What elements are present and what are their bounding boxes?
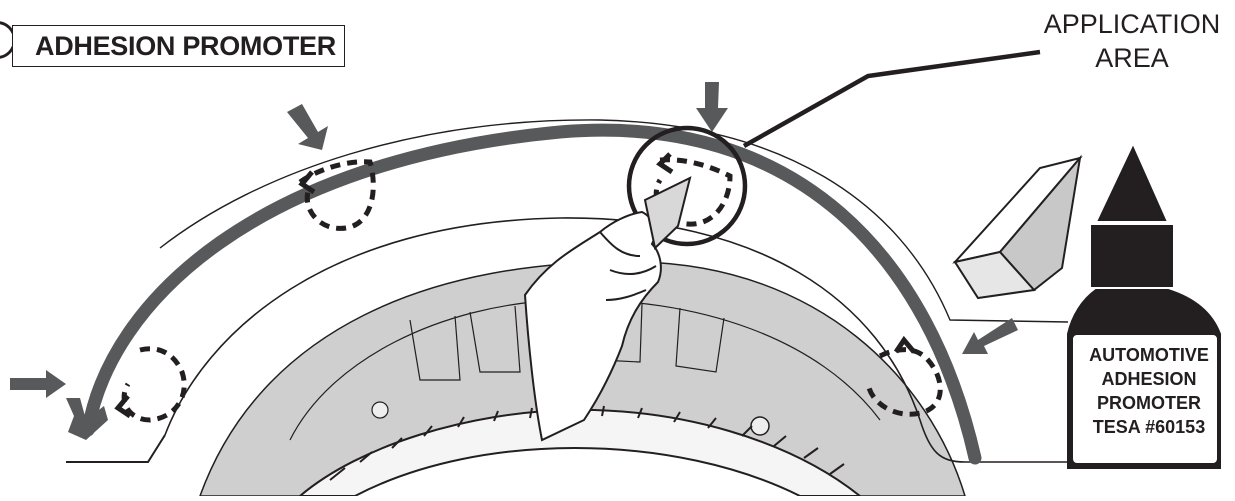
bottle-label-line-1: AUTOMOTIVE <box>1068 343 1230 367</box>
callout-line-2: AREA <box>1032 41 1232 75</box>
liner-fastener <box>751 417 769 435</box>
wipe-block <box>955 158 1080 298</box>
fender-lower-left <box>66 435 165 462</box>
callout-line-1: APPLICATION <box>1032 7 1232 41</box>
bottle-label-line-3: PROMOTER <box>1068 391 1230 415</box>
arrow-top-center <box>696 82 728 132</box>
step-title-box: ADHESION PROMOTER <box>12 25 345 67</box>
chevron-left <box>118 396 130 416</box>
bottle-label-line-2: ADHESION <box>1068 367 1230 391</box>
mark-left <box>124 349 184 420</box>
leader-line <box>744 52 1040 146</box>
arrow-top-left <box>287 104 328 150</box>
arrow-right <box>962 318 1018 354</box>
liner-fastener-2 <box>372 402 388 418</box>
arrow-left <box>10 370 66 398</box>
bottle-tip <box>1099 148 1165 220</box>
chevron-top-center <box>660 154 672 172</box>
bottle-cap <box>1092 226 1172 286</box>
application-area-callout: APPLICATION AREA <box>1032 7 1232 75</box>
bottle-label-text: AUTOMOTIVE ADHESION PROMOTER TESA #60153 <box>1068 343 1230 439</box>
step-title: ADHESION PROMOTER <box>35 31 336 62</box>
bottle-label-line-4: TESA #60153 <box>1068 415 1230 439</box>
